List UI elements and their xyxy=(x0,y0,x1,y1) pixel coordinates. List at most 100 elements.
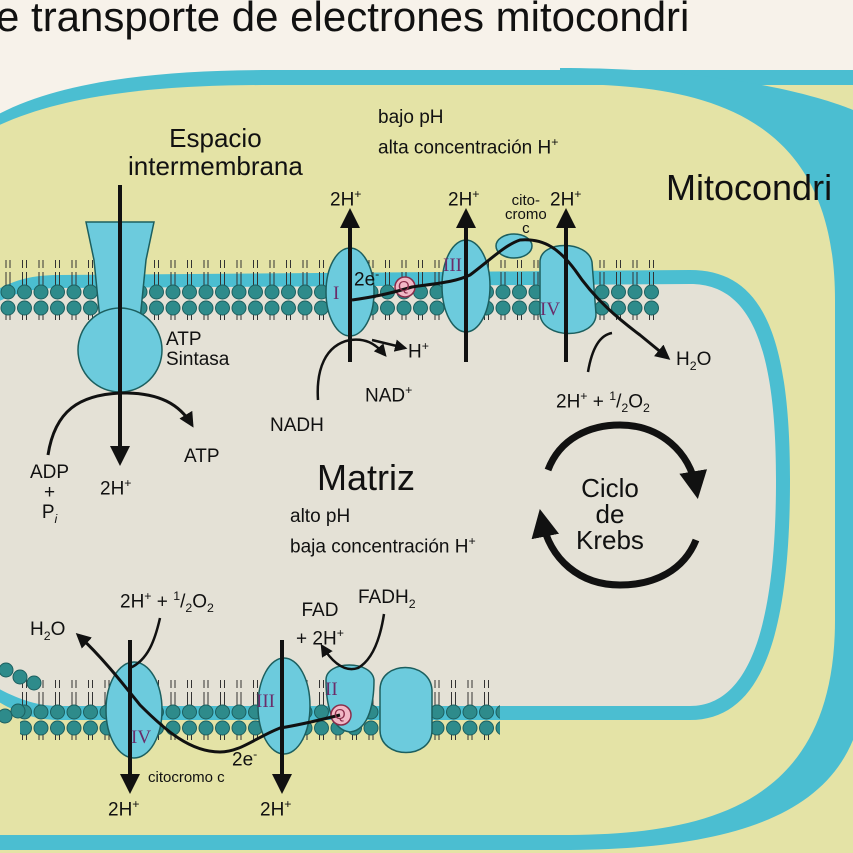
h2o-bottom: H2O xyxy=(30,620,65,642)
low-ph-label: bajo pH xyxy=(378,107,444,128)
oxygen-reaction-bottom: 2H+ + 1/2O2 xyxy=(120,589,214,616)
cytochrome-c-top xyxy=(495,233,533,259)
2e-text: 2e xyxy=(354,269,376,291)
pi-text: Pi xyxy=(30,503,69,529)
two-e-bottom: 2e- xyxy=(232,747,258,771)
nad-text: NAD xyxy=(365,385,406,407)
sup-plus: + xyxy=(574,187,582,201)
fad-label: FAD+ 2H+ xyxy=(296,600,344,650)
2h-plus-bottom-1: 2H+ xyxy=(108,797,140,821)
krebs-cycle-label: Ciclo de Krebs xyxy=(576,473,644,555)
plus-text: + xyxy=(296,628,308,650)
2h-plus-top-1: 2H+ xyxy=(330,187,362,211)
plus-text: + xyxy=(43,482,56,503)
oxygen-reaction-top: 2H+ + 1/2O2 xyxy=(556,389,650,416)
h-text: H xyxy=(676,349,690,370)
high-ph-label: alto pH xyxy=(290,506,351,527)
sup-plus: + xyxy=(132,797,140,811)
2h-plus-top-3: 2H+ xyxy=(550,187,582,211)
sup-plus: + xyxy=(580,389,588,403)
sub-2: 2 xyxy=(207,601,214,616)
sup-plus: + xyxy=(124,476,132,490)
2h-text: 2H xyxy=(100,478,125,500)
sup-minus: - xyxy=(253,747,258,761)
complex-iv-top-label: IV xyxy=(540,299,561,320)
atp-synthase-label: ATP Sintasa xyxy=(166,329,230,370)
electron-path-top xyxy=(351,238,671,360)
fadh-text: FADH xyxy=(358,587,409,608)
plus-text: + xyxy=(592,391,604,413)
complex-i-label: I xyxy=(333,283,340,304)
matrix-region xyxy=(0,284,776,706)
adp-label: ADP+Pi xyxy=(30,463,69,529)
2h-text: 2H xyxy=(330,189,355,211)
mitochondrion-label: Mitocondri xyxy=(666,167,833,208)
o-text: O xyxy=(628,391,643,413)
sup-minus: - xyxy=(375,267,380,281)
2e-text: 2e xyxy=(232,749,254,771)
nadh-label: NADH xyxy=(270,415,324,436)
2h-plus-bottom-2: 2H+ xyxy=(260,797,292,820)
2h-plus-top-2: 2H+ xyxy=(448,188,480,211)
o-text: O xyxy=(696,349,712,370)
sub-2: 2 xyxy=(689,358,697,373)
half-den: 2 xyxy=(621,401,629,416)
sup-plus: + xyxy=(354,187,362,201)
lipid-bilayer-left xyxy=(0,662,42,724)
o-text: O xyxy=(50,619,66,640)
sup-plus: + xyxy=(284,797,292,811)
2h-plus-atp: 2H+ xyxy=(100,476,132,500)
h2o-top: H2O xyxy=(676,350,711,372)
sup-plus: + xyxy=(421,339,429,353)
2h-text: 2H xyxy=(556,391,581,413)
sup-plus: + xyxy=(144,589,152,603)
o-text: O xyxy=(192,591,207,613)
2h-text: 2H xyxy=(108,799,133,821)
cytochrome-c-top-label: cito- cromo c xyxy=(505,192,547,237)
complex-ii-label: II xyxy=(325,679,338,700)
plus-text: + xyxy=(156,591,168,613)
atp-label: ATP xyxy=(184,446,220,467)
sub-2: 2 xyxy=(643,401,650,416)
electron-path-bottom xyxy=(75,632,341,754)
krebs-cycle-arrows xyxy=(531,421,708,589)
ubiquinone-top-label: Q xyxy=(398,278,410,295)
h-text: H xyxy=(30,619,44,640)
complex-iv-bottom-label: IV xyxy=(131,727,152,748)
pi-sub: i xyxy=(54,511,58,526)
half-num: 1 xyxy=(609,389,617,403)
matrix-label: Matriz xyxy=(317,457,415,498)
ubiquinone-bottom-label: Q xyxy=(334,706,346,723)
h-plus-nadh: H+ xyxy=(408,339,429,363)
complex-iii-top-label: III xyxy=(443,255,462,276)
adp-text: ADP xyxy=(30,462,70,483)
sup-plus: + xyxy=(405,383,413,397)
half-num: 1 xyxy=(173,589,181,603)
2h-text: 2H xyxy=(550,189,575,211)
ubiquinone-bottom xyxy=(330,704,352,726)
2h-text: 2H xyxy=(312,628,337,650)
plus-2h-text: + 2H+ xyxy=(296,622,344,650)
2h-text: 2H xyxy=(120,591,145,613)
sup-plus: + xyxy=(551,135,559,149)
intermembrane-space-label: Espacio intermembrana xyxy=(128,123,303,181)
complex-iv-bottom xyxy=(105,661,163,759)
half-den: 2 xyxy=(185,601,193,616)
p-text: P xyxy=(41,502,55,523)
protein-bottom-right xyxy=(379,666,433,754)
2h-text: 2H xyxy=(448,189,473,211)
h-text: H xyxy=(408,341,422,363)
low-h-conc-label: baja concentración H+ xyxy=(290,535,476,558)
high-h-conc-label: alta concentración H+ xyxy=(378,135,559,158)
two-e-top: 2e- xyxy=(354,267,380,291)
sub-2: 2 xyxy=(408,596,416,611)
page-title: e transporte de electrones mitocondri xyxy=(0,0,690,40)
low-h-conc-text: baja concentración H xyxy=(290,536,469,558)
fad-text: FAD xyxy=(301,600,339,621)
sup-plus: + xyxy=(336,626,344,640)
fadh2-label: FADH2 xyxy=(358,588,416,610)
complex-iii-bottom-label: III xyxy=(256,691,275,712)
nad-plus: NAD+ xyxy=(365,383,413,407)
sub-2: 2 xyxy=(43,628,51,643)
